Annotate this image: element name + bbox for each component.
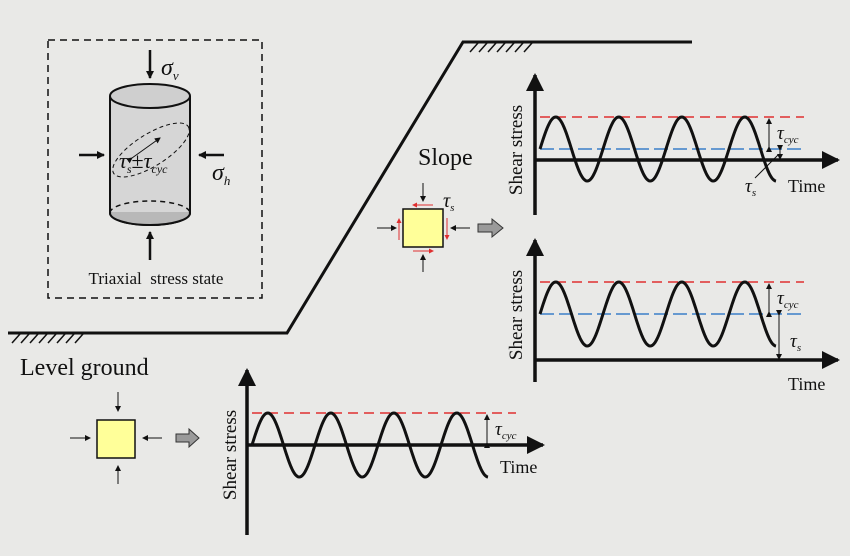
level-soil-element: [70, 392, 200, 484]
y-axis-label: Shear stress: [506, 270, 527, 360]
level-ground-label: Level ground: [20, 355, 149, 381]
block-arrow-icon: [477, 217, 504, 239]
x-axis-label: Time: [788, 374, 825, 394]
triaxial-title: Triaxial stress state: [89, 269, 224, 288]
shear-stress-chart-slope-top: τcyc τs Time Shear stress: [506, 73, 840, 215]
triaxial-panel: σv σh τs±τcyc Triaxial stress state: [47, 39, 263, 299]
y-axis-label: Shear stress: [220, 410, 241, 500]
ground-profile: [8, 40, 692, 344]
tau-s-label: τs: [745, 176, 756, 199]
x-axis-label: Time: [788, 176, 825, 196]
slope-label: Slope: [418, 145, 473, 171]
tau-cyc-label: τcyc: [777, 288, 799, 311]
block-arrow-icon: [175, 427, 200, 449]
soil-element-square: [402, 208, 444, 248]
slope-tau-label: τs: [443, 190, 454, 214]
cyclic-stress-wave: [250, 411, 489, 479]
tau-label: τs±τcyc: [119, 148, 168, 176]
x-axis-label: Time: [500, 457, 537, 477]
slope-soil-element: τs: [377, 183, 504, 272]
shear-plane: [112, 122, 190, 178]
cyclic-stress-wave: [538, 280, 777, 348]
tau-cyc-label: τcyc: [777, 123, 799, 146]
tau-s-label: τs: [790, 331, 801, 354]
shear-arrow: [126, 137, 161, 164]
cyclic-stress-wave: [538, 115, 777, 183]
dashed-frame: [47, 39, 263, 299]
sigma-v-label: σv: [161, 55, 179, 83]
sigma-h-label: σh: [212, 160, 230, 188]
y-axis-label: Shear stress: [506, 105, 527, 195]
cylinder-specimen: [109, 83, 191, 226]
soil-element-square: [96, 419, 136, 459]
tau-cyc-label: τcyc: [495, 419, 517, 442]
